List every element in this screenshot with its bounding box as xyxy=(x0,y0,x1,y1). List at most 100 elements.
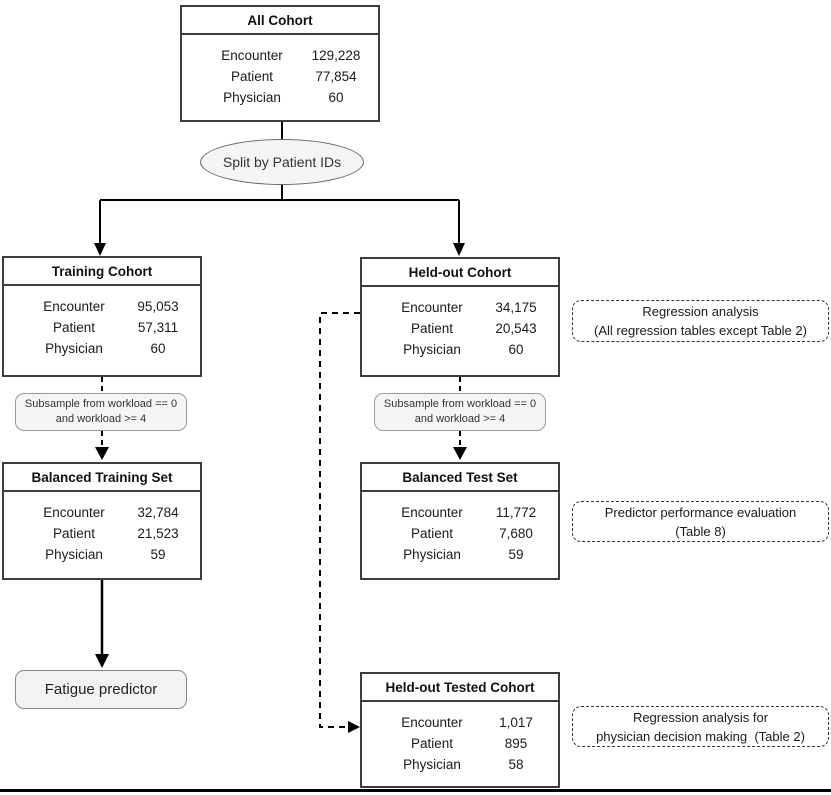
annotation-predictor-evaluation: Predictor performance evaluation (Table … xyxy=(572,501,829,542)
physician-value: 60 xyxy=(150,341,166,356)
subsample-line2: and workload >= 4 xyxy=(414,413,506,425)
annotation-line2: (All regression tables except Table 2) xyxy=(594,323,807,338)
stat-row: Patient 20,543 xyxy=(362,318,558,339)
stat-row: Physician 60 xyxy=(4,338,200,359)
subsample-test-node: Subsample from workload == 0 and workloa… xyxy=(374,393,546,431)
encounter-label: Encounter xyxy=(401,300,463,315)
stat-row: Encounter 129,228 xyxy=(182,45,378,66)
balanced-training-set-title: Balanced Training Set xyxy=(4,464,200,492)
annotation-regression-analysis: Regression analysis (All regression tabl… xyxy=(572,300,829,342)
stat-row: Encounter 95,053 xyxy=(4,296,200,317)
figure-bottom-rule xyxy=(0,789,831,792)
stat-row: Physician 60 xyxy=(182,87,378,108)
arrowhead-fatigue xyxy=(95,654,109,668)
stat-row: Encounter 34,175 xyxy=(362,297,558,318)
patient-label: Patient xyxy=(230,69,274,84)
physician-value: 58 xyxy=(508,757,524,772)
stat-row: Encounter 11,772 xyxy=(362,502,558,523)
encounter-value: 32,784 xyxy=(137,505,179,520)
fatigue-predictor-node: Fatigue predictor xyxy=(15,670,187,709)
stat-row: Physician 58 xyxy=(362,754,558,775)
patient-label: Patient xyxy=(410,321,454,336)
physician-label: Physician xyxy=(223,90,281,105)
stat-row: Patient 21,523 xyxy=(4,523,200,544)
all-cohort-box: All Cohort Encounter 129,228 Patient 77,… xyxy=(180,5,380,122)
dashed-heldout-tested xyxy=(319,312,360,728)
held-out-cohort-stats: Encounter 34,175 Patient 20,543 Physicia… xyxy=(362,287,558,360)
patient-value: 57,311 xyxy=(137,320,179,335)
held-out-tested-cohort-title: Held-out Tested Cohort xyxy=(362,674,558,702)
encounter-value: 95,053 xyxy=(137,299,179,314)
all-cohort-stats: Encounter 129,228 Patient 77,854 Physici… xyxy=(182,35,378,108)
encounter-label: Encounter xyxy=(43,299,105,314)
stat-row: Physician 60 xyxy=(362,339,558,360)
encounter-value: 129,228 xyxy=(311,48,361,63)
stat-row: Patient 895 xyxy=(362,733,558,754)
subsample-training-node: Subsample from workload == 0 and workloa… xyxy=(15,393,187,431)
balanced-test-set-title: Balanced Test Set xyxy=(362,464,558,492)
fatigue-predictor-label: Fatigue predictor xyxy=(44,681,158,698)
held-out-tested-cohort-box: Held-out Tested Cohort Encounter 1,017 P… xyxy=(360,672,560,788)
encounter-label: Encounter xyxy=(401,505,463,520)
encounter-label: Encounter xyxy=(43,505,105,520)
stat-row: Physician 59 xyxy=(362,544,558,565)
training-cohort-stats: Encounter 95,053 Patient 57,311 Physicia… xyxy=(4,286,200,359)
held-out-cohort-title: Held-out Cohort xyxy=(362,259,558,287)
patient-label: Patient xyxy=(410,736,454,751)
annotation-line2: physician decision making (Table 2) xyxy=(596,728,805,744)
physician-value: 59 xyxy=(508,547,524,562)
patient-value: 21,523 xyxy=(137,526,179,541)
arrowhead-training xyxy=(94,243,106,256)
arrowhead-heldout xyxy=(453,243,465,256)
stat-row: Physician 59 xyxy=(4,544,200,565)
physician-value: 60 xyxy=(508,342,524,357)
physician-label: Physician xyxy=(403,342,461,357)
physician-label: Physician xyxy=(403,757,461,772)
encounter-value: 11,772 xyxy=(495,505,537,520)
physician-value: 60 xyxy=(328,90,344,105)
physician-label: Physician xyxy=(45,547,103,562)
split-by-patient-ids-node: Split by Patient IDs xyxy=(200,139,364,185)
subsample-line2: and workload >= 4 xyxy=(55,413,147,425)
arrowhead-balanced-test xyxy=(453,447,467,460)
physician-label: Physician xyxy=(403,547,461,562)
training-cohort-title: Training Cohort xyxy=(4,258,200,286)
encounter-label: Encounter xyxy=(221,48,283,63)
annotation-line2: (Table 8) xyxy=(675,523,726,539)
patient-value: 20,543 xyxy=(495,321,537,336)
subsample-line1: Subsample from workload == 0 xyxy=(383,398,537,410)
annotation-line1: Predictor performance evaluation xyxy=(604,504,797,520)
stat-row: Patient 77,854 xyxy=(182,66,378,87)
balanced-training-set-box: Balanced Training Set Encounter 32,784 P… xyxy=(2,462,202,580)
annotation-line1: Regression analysis xyxy=(642,304,759,319)
stat-row: Patient 57,311 xyxy=(4,317,200,338)
physician-label: Physician xyxy=(45,341,103,356)
held-out-cohort-box: Held-out Cohort Encounter 34,175 Patient… xyxy=(360,257,560,377)
all-cohort-title: All Cohort xyxy=(182,7,378,35)
patient-value: 895 xyxy=(504,736,528,751)
balanced-training-set-stats: Encounter 32,784 Patient 21,523 Physicia… xyxy=(4,492,200,565)
subsample-line1: Subsample from workload == 0 xyxy=(24,398,178,410)
physician-value: 59 xyxy=(150,547,166,562)
patient-label: Patient xyxy=(52,320,96,335)
patient-label: Patient xyxy=(410,526,454,541)
held-out-tested-cohort-stats: Encounter 1,017 Patient 895 Physician 58 xyxy=(362,702,558,775)
stat-row: Encounter 1,017 xyxy=(362,712,558,733)
patient-value: 7,680 xyxy=(499,526,533,541)
split-label: Split by Patient IDs xyxy=(222,154,342,170)
stat-row: Encounter 32,784 xyxy=(4,502,200,523)
arrowhead-balanced-training xyxy=(95,447,109,460)
encounter-value: 34,175 xyxy=(495,300,537,315)
training-cohort-box: Training Cohort Encounter 95,053 Patient… xyxy=(2,256,202,377)
encounter-label: Encounter xyxy=(401,715,463,730)
stat-row: Patient 7,680 xyxy=(362,523,558,544)
arrowhead-tested xyxy=(348,721,360,733)
balanced-test-set-box: Balanced Test Set Encounter 11,772 Patie… xyxy=(360,462,560,580)
patient-label: Patient xyxy=(52,526,96,541)
annotation-line1: Regression analysis for xyxy=(632,709,769,725)
patient-value: 77,854 xyxy=(315,69,357,84)
balanced-test-set-stats: Encounter 11,772 Patient 7,680 Physician… xyxy=(362,492,558,565)
annotation-decision-making: Regression analysis for physician decisi… xyxy=(572,706,829,747)
